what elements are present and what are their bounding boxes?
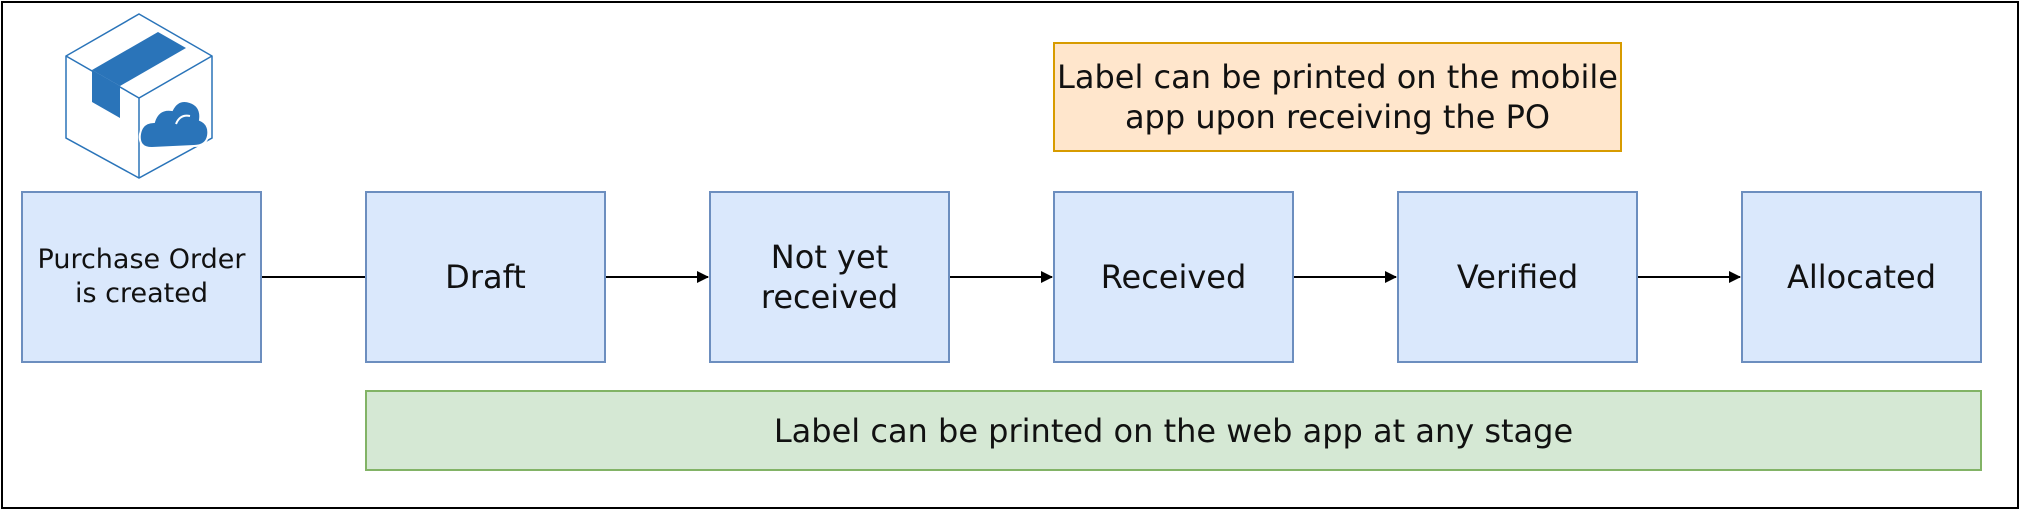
stage-draft-box: Draft	[365, 191, 606, 363]
stage-not-yet-received-box: Not yet received	[709, 191, 950, 363]
box-cloud-icon	[65, 13, 213, 179]
web-print-note-text: Label can be printed on the web app at a…	[773, 411, 1574, 450]
mobile-print-note-text: Label can be printed on the mobile app u…	[1057, 58, 1618, 136]
web-print-note: Label can be printed on the web app at a…	[365, 390, 1982, 471]
stage-not-yet-received-label: Not yet received	[760, 238, 899, 316]
stage-created-box: Purchase Order is created	[21, 191, 262, 363]
mobile-print-note: Label can be printed on the mobile app u…	[1053, 42, 1622, 152]
stage-received-box: Received	[1053, 191, 1294, 363]
stage-draft-label: Draft	[445, 258, 526, 296]
stage-allocated-label: Allocated	[1787, 258, 1936, 296]
stage-received-label: Received	[1100, 258, 1247, 296]
stage-verified-box: Verified	[1397, 191, 1638, 363]
stage-verified-label: Verified	[1456, 258, 1579, 296]
stage-allocated-box: Allocated	[1741, 191, 1982, 363]
stage-created-label: Purchase Order is created	[37, 244, 246, 309]
